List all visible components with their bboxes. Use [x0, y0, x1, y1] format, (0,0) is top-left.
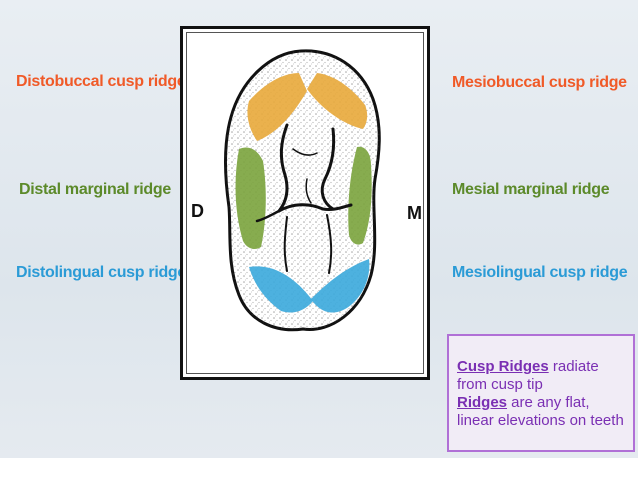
- note-term-cusp-ridges: Cusp Ridges: [457, 358, 549, 375]
- note-text-ridges: are any flat, linear elevations on teeth: [457, 394, 624, 429]
- label-mesial-marginal-ridge: Mesial marginal ridge: [452, 181, 610, 198]
- note-line-cusp-ridges: Cusp Ridges radiate from cusp tip: [457, 358, 625, 394]
- tooth-diagram-frame: D M: [180, 26, 430, 380]
- mesiobuccal-ridge-highlight: [307, 73, 368, 129]
- mesial-side-letter: M: [407, 203, 422, 223]
- distobuccal-ridge-highlight: [247, 73, 307, 141]
- distal-side-letter: D: [191, 201, 204, 221]
- label-mesiobuccal-cusp-ridge: Mesiobuccal cusp ridge: [452, 74, 627, 91]
- mesiolingual-ridge-highlight: [311, 259, 370, 313]
- frame-inner-border: [186, 32, 424, 374]
- mesial-marginal-ridge-highlight: [348, 146, 372, 245]
- label-distal-marginal-ridge: Distal marginal ridge: [19, 181, 171, 198]
- tooth-occlusal-illustration: [224, 49, 381, 332]
- label-distolingual-cusp-ridge: Distolingual cusp ridge: [16, 264, 187, 281]
- slide-footer-band: [0, 458, 638, 478]
- note-term-ridges: Ridges: [457, 394, 508, 411]
- distal-marginal-ridge-highlight: [235, 147, 266, 249]
- distolingual-ridge-highlight: [249, 266, 313, 313]
- definition-note-box: Cusp Ridges radiate from cusp tip Ridges…: [447, 334, 635, 452]
- note-text-cusp-ridges: radiate from cusp tip: [457, 358, 599, 393]
- occlusal-grooves: [255, 123, 353, 274]
- note-line-ridges: Ridges are any flat, linear elevations o…: [457, 394, 625, 430]
- label-mesiolingual-cusp-ridge: Mesiolingual cusp ridge: [452, 264, 628, 281]
- label-distobuccal-cusp-ridge: Distobuccal cusp ridge: [16, 73, 186, 90]
